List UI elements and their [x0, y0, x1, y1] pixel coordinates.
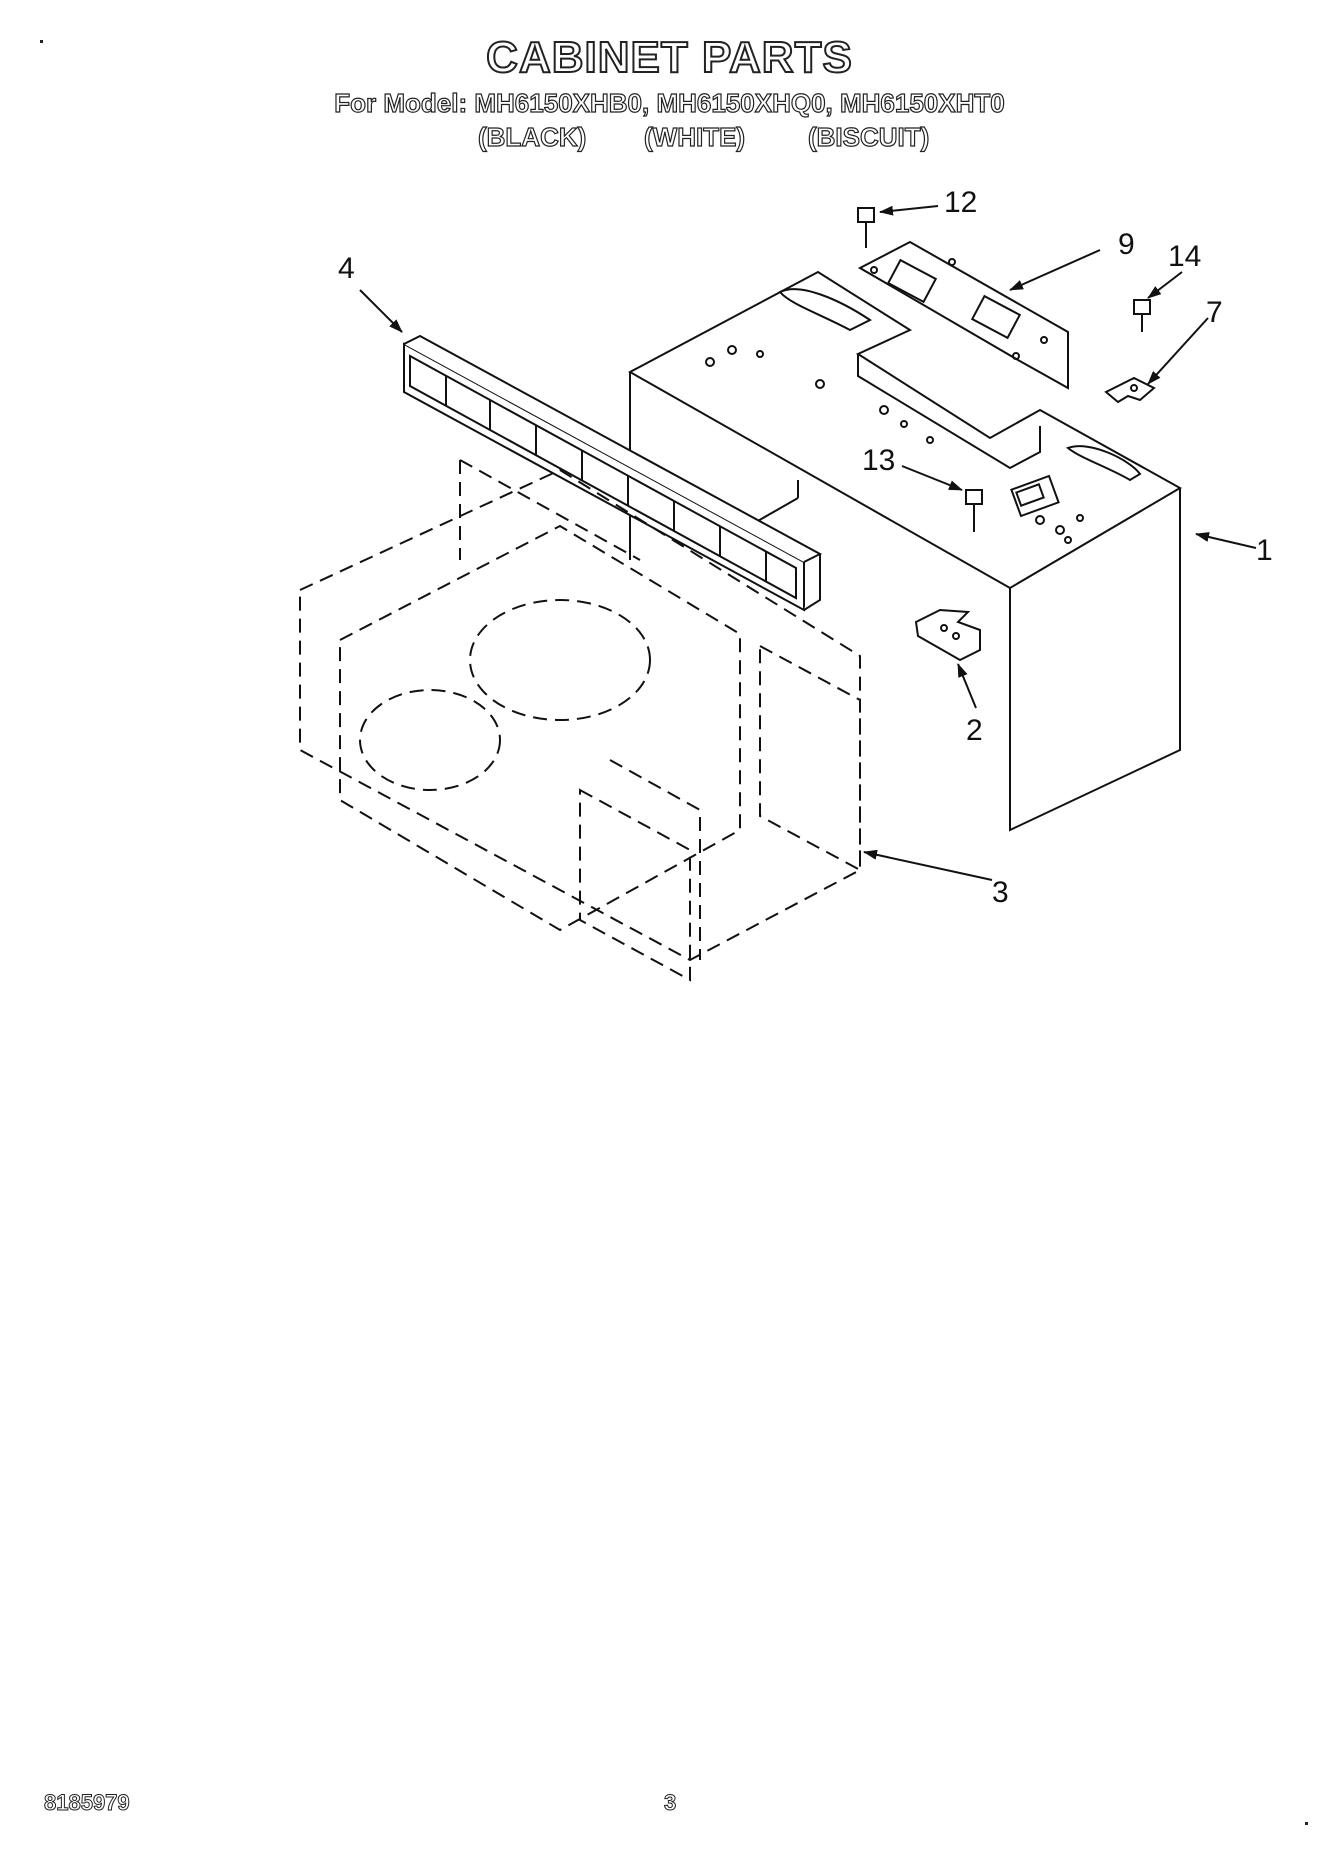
color-biscuit: (BISCUIT) [807, 121, 930, 152]
callout-7: 7 [1206, 296, 1223, 329]
top-plate [857, 240, 1069, 390]
vent-grille [403, 334, 823, 612]
leader-14 [1147, 271, 1183, 299]
cavity-assembly [299, 459, 861, 982]
page-header: CABINET PARTS For Model: MH6150XHB0, MH6… [0, 32, 1339, 153]
callout-9: 9 [1118, 228, 1135, 261]
color-variants: (BLACK) (WHITE) (BISCUIT) [0, 121, 1339, 152]
callout-3: 3 [992, 876, 1009, 909]
callout-2: 2 [966, 714, 983, 747]
bracket-part-2 [914, 608, 981, 662]
document-code: 8185979 [44, 1790, 131, 1816]
page-number: 3 [663, 1790, 677, 1816]
screw-part-12 [857, 207, 875, 248]
corner-mark-top [40, 40, 43, 43]
leader-2 [957, 663, 977, 709]
callout-14: 14 [1168, 240, 1202, 273]
bracket-part-7 [1104, 376, 1156, 404]
screw-part-14 [1133, 299, 1151, 332]
color-black: (BLACK) [477, 121, 587, 152]
leader-13 [901, 465, 963, 491]
leader-7 [1147, 317, 1209, 385]
color-white: (WHITE) [643, 121, 746, 152]
model-line: For Model: MH6150XHB0, MH6150XHQ0, MH615… [334, 87, 1006, 118]
screw-part-13 [965, 489, 983, 532]
callout-13: 13 [862, 444, 896, 477]
leader-1 [1195, 532, 1257, 549]
callout-1: 1 [1256, 534, 1273, 567]
leader-3 [863, 849, 993, 881]
corner-mark-bottom [1305, 1822, 1308, 1825]
leader-9 [1009, 249, 1101, 291]
page-title: CABINET PARTS [485, 32, 853, 83]
callout-12: 12 [944, 186, 978, 219]
cabinet-wrapper [627, 270, 1183, 832]
leader-4 [359, 289, 403, 333]
leader-12 [879, 205, 939, 216]
callout-4: 4 [338, 252, 355, 285]
callout-leaders [359, 205, 1257, 881]
